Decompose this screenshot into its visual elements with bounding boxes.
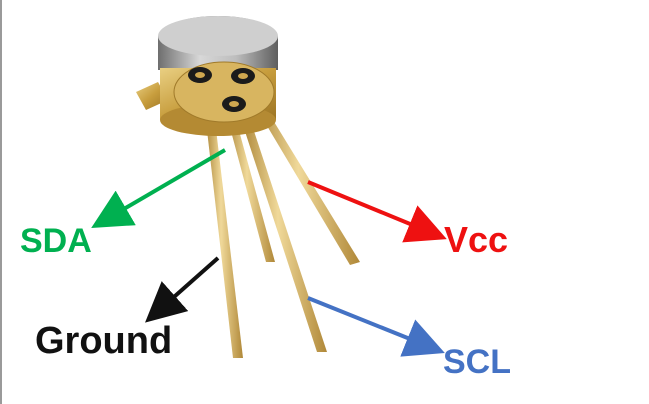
vcc-arrow xyxy=(307,180,447,243)
ground-arrow xyxy=(145,256,220,323)
sda-label: SDA xyxy=(20,222,92,260)
vcc-label: Vcc xyxy=(444,219,508,260)
metal-cap xyxy=(158,16,278,56)
scl-arrow xyxy=(307,296,445,357)
arrows xyxy=(91,148,447,357)
gold-base-face xyxy=(173,61,275,123)
lead-vcc xyxy=(248,94,360,265)
lead-sda xyxy=(203,95,243,358)
leads xyxy=(203,94,360,358)
lead-ground-behind xyxy=(224,105,275,262)
sda-arrow xyxy=(91,148,227,229)
lead-scl xyxy=(238,110,327,352)
transistor-package xyxy=(136,16,278,136)
scl-label: SCL xyxy=(443,343,511,381)
ground-label: Ground xyxy=(35,320,172,362)
